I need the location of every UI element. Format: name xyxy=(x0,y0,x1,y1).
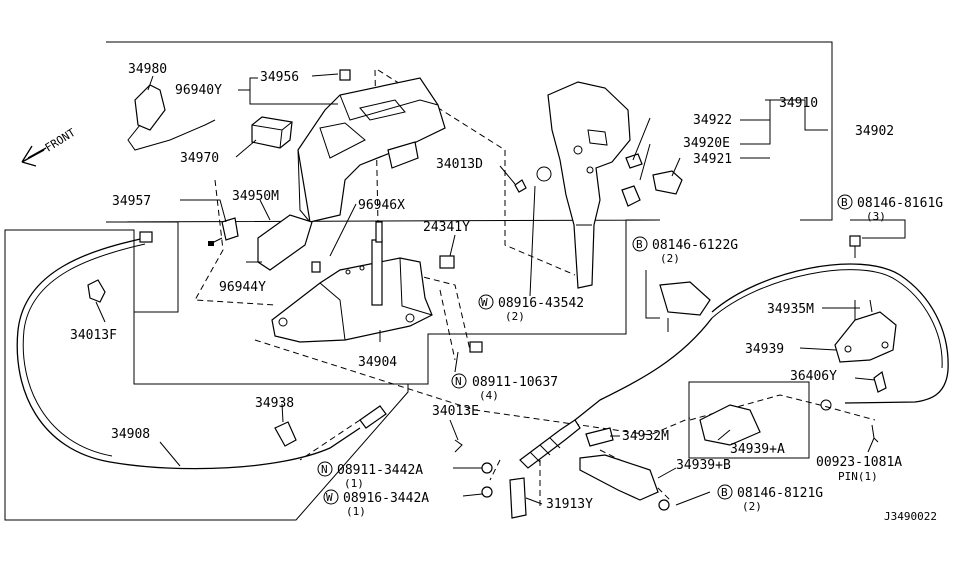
clip-24341Y-icon xyxy=(439,255,455,269)
marker-b-6122G: B xyxy=(632,236,648,252)
screw-34013D-icon xyxy=(514,166,552,193)
marker-n-10637: N xyxy=(451,373,467,389)
part-96944Y-icon xyxy=(311,261,321,273)
label-96946X: 96946X xyxy=(358,198,405,213)
front-arrow-icon xyxy=(21,145,47,167)
label-08911-10637-qty: (4) xyxy=(479,389,499,402)
label-08146-6122G-qty: (2) xyxy=(660,252,680,265)
label-36406Y: 36406Y xyxy=(790,369,837,384)
marker-b-8161G: B xyxy=(837,194,853,210)
label-08911-3442A-qty: (1) xyxy=(344,477,364,490)
label-31913Y: 31913Y xyxy=(546,497,593,512)
label-34956: 34956 xyxy=(260,70,299,85)
label-34939A: 34939+A xyxy=(730,442,785,457)
label-34980: 34980 xyxy=(128,62,167,77)
clip-34013E-icon xyxy=(454,439,463,453)
label-pin: PIN(1) xyxy=(838,470,878,483)
button-parts-illustration xyxy=(621,153,683,207)
label-96944Y: 96944Y xyxy=(219,280,266,295)
cable-34908-end xyxy=(139,231,153,243)
bracket-34939B-illustration xyxy=(579,454,659,501)
label-34939B: 34939+B xyxy=(676,458,731,473)
marker-b-8121G: B xyxy=(717,484,733,500)
unit-34950M-illustration xyxy=(246,214,313,271)
washer-icon xyxy=(820,399,832,411)
label-34932M: 34932M xyxy=(622,429,669,444)
label-34908: 34908 xyxy=(111,427,150,442)
label-34013F: 34013F xyxy=(70,328,117,343)
clamp-34938-icon xyxy=(274,421,297,447)
bolt-08146-8121G-icon xyxy=(658,499,670,511)
mount-bracket-34939-illustration xyxy=(834,299,897,363)
label-34904: 34904 xyxy=(358,355,397,370)
label-08146-8161G: 08146-8161G xyxy=(857,196,943,211)
control-cable-illustration xyxy=(574,317,713,421)
bracket-08146-6122G-illustration xyxy=(659,281,711,316)
nut-08911-10637-icon xyxy=(469,341,483,353)
inset-bracket-34939A-illustration xyxy=(699,404,761,446)
base-bracket-34904-illustration xyxy=(271,221,433,343)
label-34950M: 34950M xyxy=(232,189,279,204)
selector-cover-illustration xyxy=(297,69,446,223)
bolt-08146-8161G-icon xyxy=(849,235,861,247)
label-08146-8161G-qty: (3) xyxy=(866,210,886,223)
cable-34935M-inner xyxy=(711,269,943,369)
label-08146-6122G: 08146-6122G xyxy=(652,238,738,253)
cable-34935M-illustration xyxy=(711,263,949,404)
svg-text:B: B xyxy=(721,486,728,499)
label-96940Y: 96940Y xyxy=(175,83,222,98)
label-34935M: 34935M xyxy=(767,302,814,317)
switch-34957-illustration xyxy=(208,217,239,246)
label-34920E: 34920E xyxy=(683,136,730,151)
label-34910: 34910 xyxy=(779,96,818,111)
label-34902: 34902 xyxy=(855,124,894,139)
clip-36406Y-icon xyxy=(873,370,887,393)
cable-34908-inner xyxy=(22,243,146,457)
marker-w-3442A: W xyxy=(323,489,339,505)
cable-34908-illustration xyxy=(16,237,361,470)
cable-34908-fitting xyxy=(359,405,387,429)
leader-lines xyxy=(95,73,906,506)
label-08916-43542: 08916-43542 xyxy=(498,296,584,311)
svg-text:B: B xyxy=(636,238,643,251)
bracket-34932M-illustration xyxy=(585,427,614,447)
label-34938: 34938 xyxy=(255,396,294,411)
svg-text:W: W xyxy=(326,491,333,504)
svg-text:N: N xyxy=(455,375,462,388)
label-08911-10637: 08911-10637 xyxy=(472,375,558,390)
label-08916-43542-qty: (2) xyxy=(505,310,525,323)
front-label: FRONT xyxy=(43,126,78,155)
label-34013D: 34013D xyxy=(436,157,483,172)
label-34922: 34922 xyxy=(693,113,732,128)
block-34970-illustration xyxy=(251,116,293,149)
label-34970: 34970 xyxy=(180,151,219,166)
label-08916-3442A: 08916-3442A xyxy=(343,491,429,506)
label-34939: 34939 xyxy=(745,342,784,357)
nut-08911-3442A-icon xyxy=(481,462,493,474)
label-00923-1081A: 00923-1081A xyxy=(816,455,902,470)
label-34957: 34957 xyxy=(112,194,151,209)
svg-text:N: N xyxy=(321,463,328,476)
label-34921: 34921 xyxy=(693,152,732,167)
label-08146-8121G: 08146-8121G xyxy=(737,486,823,501)
clip-34013F-icon xyxy=(87,279,106,303)
cable-assembly-frame xyxy=(4,229,409,521)
marker-w-43542: W xyxy=(478,294,494,310)
detail-inset-box xyxy=(688,381,810,459)
label-24341Y: 24341Y xyxy=(423,220,470,235)
svg-text:W: W xyxy=(481,296,488,309)
cable-end-illustration xyxy=(519,419,581,469)
label-08916-3442A-qty: (1) xyxy=(346,505,366,518)
lever-31913Y-illustration xyxy=(509,477,527,519)
diagram-code: J3490022 xyxy=(884,510,937,523)
label-08911-3442A: 08911-3442A xyxy=(337,463,423,478)
svg-text:B: B xyxy=(841,196,848,209)
label-34013E: 34013E xyxy=(432,404,479,419)
washer-08916-3442A-icon xyxy=(481,486,493,498)
shift-knob-illustration xyxy=(547,81,631,289)
marker-n-3442A: N xyxy=(317,461,333,477)
label-08146-8121G-qty: (2) xyxy=(742,500,762,513)
